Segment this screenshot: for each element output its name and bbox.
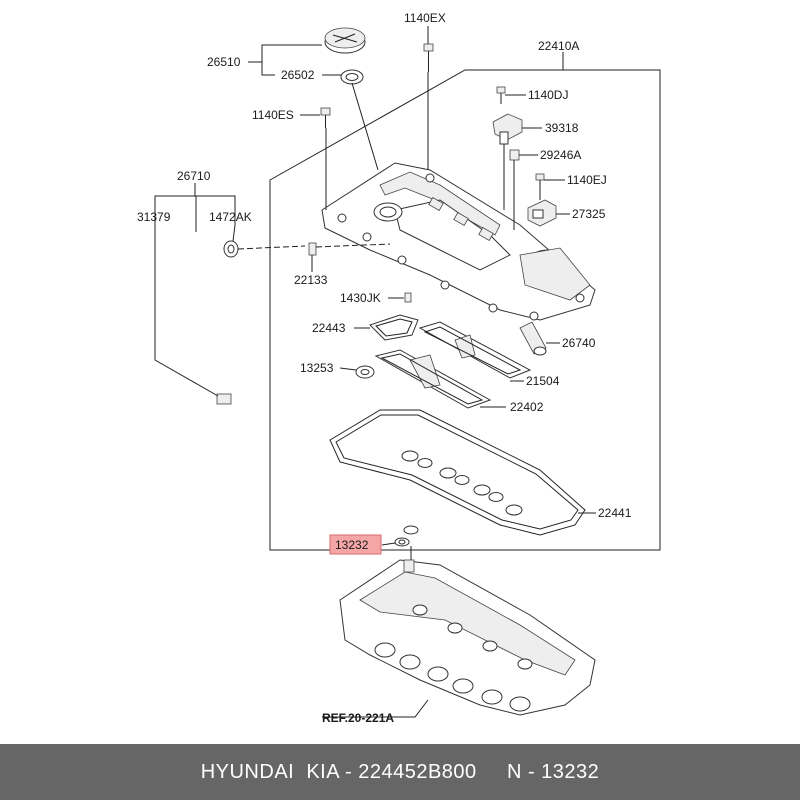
- pcv-hose: [172, 236, 232, 405]
- label-13253: 13253: [300, 361, 334, 375]
- reference-label: REF.20-221A: [322, 711, 394, 725]
- label-1140ES: 1140ES: [252, 108, 294, 122]
- exploded-parts-diagram: 1140EX 22410A 26510 26502 1140DJ 1140ES …: [137, 11, 661, 725]
- label-22402: 22402: [510, 400, 544, 414]
- label-22441: 22441: [598, 506, 632, 520]
- label-31379: 31379: [137, 210, 171, 224]
- label-1140EX: 1140EX: [404, 11, 446, 25]
- leader-lines: [154, 26, 596, 718]
- label-1472AK: 1472AK: [209, 210, 252, 224]
- filler-cap-gasket: [340, 69, 364, 85]
- seal-13232: [394, 525, 419, 547]
- label-26502: 26502: [281, 68, 315, 82]
- label-1140DJ: 1140DJ: [528, 88, 568, 102]
- label-22443: 22443: [312, 321, 346, 335]
- assembly-enclosure: [269, 69, 661, 551]
- oil-filler-cap: [324, 27, 366, 54]
- label-26740: 26740: [562, 336, 596, 350]
- label-21504: 21504: [526, 374, 560, 388]
- label-26510: 26510: [207, 55, 241, 69]
- label-39318: 39318: [545, 121, 579, 135]
- oil-control-valve: [527, 199, 557, 227]
- baffle-22402: [374, 349, 492, 409]
- rocker-cover-gasket: [329, 409, 586, 536]
- label-27325: 27325: [572, 207, 606, 221]
- pcv-fitting: [308, 242, 317, 256]
- bolt-1140DJ: [496, 86, 506, 104]
- sensor-seal: [509, 149, 520, 161]
- label-29246A: 29246A: [540, 148, 581, 162]
- label-26710: 26710: [177, 169, 211, 183]
- label-1140EJ: 1140EJ: [567, 173, 607, 187]
- hose-clamp: [223, 240, 239, 258]
- o-ring-13253: [355, 365, 375, 379]
- bolt-1140ES: [320, 107, 331, 128]
- ignition-coil: [519, 321, 547, 356]
- callout-labels: 1140EX 22410A 26510 26502 1140DJ 1140ES …: [137, 11, 632, 725]
- baffle-plate: [418, 321, 532, 379]
- label-13232: 13232: [335, 538, 369, 552]
- dowel-pin: [404, 292, 412, 303]
- label-22133: 22133: [294, 273, 328, 287]
- cylinder-head: [339, 559, 596, 716]
- label-22410A: 22410A: [538, 39, 579, 53]
- bolt-1140EJ: [535, 173, 545, 192]
- gasket-22443: [369, 314, 419, 341]
- highlight-box-13232: [329, 534, 382, 555]
- label-1430JK: 1430JK: [340, 291, 381, 305]
- bolt-1140EX: [423, 43, 434, 72]
- part-number-footer: HYUNDAI KIA - 224452B800 N - 13232: [0, 744, 800, 800]
- cam-position-sensor: [492, 113, 523, 145]
- rocker-cover-part: [321, 162, 596, 321]
